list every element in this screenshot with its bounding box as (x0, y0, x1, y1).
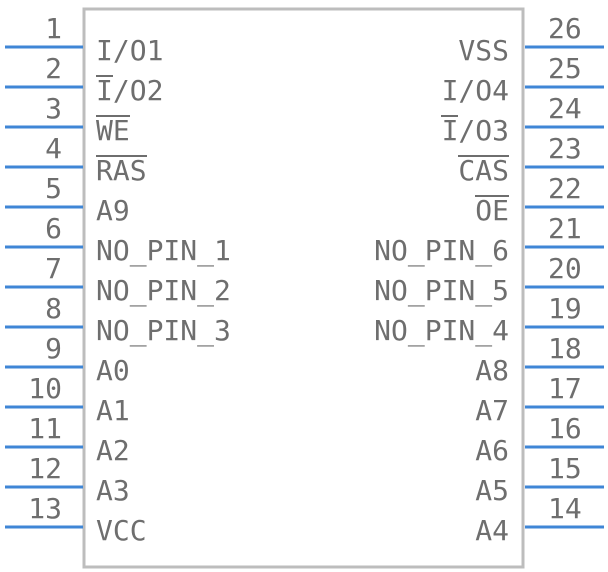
pin-6: 6NO_PIN_1 (5, 212, 231, 268)
pin-number-21: 21 (548, 212, 582, 245)
ic-body (82, 7, 525, 569)
pin-label-a0: A0 (96, 354, 130, 387)
pin-number-20: 20 (548, 252, 582, 285)
pin-label-no-pin-6: NO_PIN_6 (374, 234, 509, 268)
pin-label-a9: A9 (96, 194, 130, 227)
pin-2: 2I/O2 (5, 52, 163, 107)
pin-9: 9A0 (5, 332, 130, 387)
pin-number-25: 25 (548, 52, 582, 85)
pin-7: 7NO_PIN_2 (5, 252, 231, 308)
pin-number-15: 15 (548, 452, 582, 485)
pin-number-22: 22 (548, 172, 582, 205)
pin-label-i-o1: I/O1 (96, 34, 163, 67)
left-pin-group: 1I/O12I/O23WE4RAS5A96NO_PIN_17NO_PIN_28N… (5, 12, 231, 547)
pin-1: 1I/O1 (5, 12, 163, 67)
pin-number-26: 26 (548, 12, 582, 45)
pin-label-no-pin-4: NO_PIN_4 (374, 314, 509, 348)
pin-number-19: 19 (548, 292, 582, 325)
pin-label-vcc: VCC (96, 514, 147, 547)
pin-8: 8NO_PIN_3 (5, 292, 231, 348)
pin-label-cas: CAS (458, 154, 509, 187)
pin-label-a8: A8 (475, 354, 509, 387)
pin-label-a6: A6 (475, 434, 509, 467)
pin-label-oe: OE (475, 194, 509, 227)
pin-number-18: 18 (548, 332, 582, 365)
pin-24: 24I/O3 (441, 92, 604, 147)
right-pin-group: 26VSS25I/O424I/O323CAS22OE21NO_PIN_620NO… (374, 12, 604, 547)
pin-label-no-pin-1: NO_PIN_1 (96, 234, 231, 268)
pin-number-10: 10 (28, 372, 62, 405)
pin-number-16: 16 (548, 412, 582, 445)
pin-label-i-o2: I/O2 (96, 74, 163, 107)
pin-number-13: 13 (28, 492, 62, 525)
pin-number-14: 14 (548, 492, 582, 525)
pin-label-ras: RAS (96, 154, 147, 187)
pin-label-we: WE (96, 114, 130, 147)
pin-number-2: 2 (45, 52, 62, 85)
pin-label-no-pin-2: NO_PIN_2 (96, 274, 231, 308)
pin-label-a4: A4 (475, 514, 509, 547)
pin-number-8: 8 (45, 292, 62, 325)
pin-3: 3WE (5, 92, 130, 147)
pin-number-17: 17 (548, 372, 582, 405)
pin-label-i-o4: I/O4 (442, 74, 509, 107)
pin-label-i-o3: I/O3 (442, 114, 509, 147)
pin-number-11: 11 (28, 412, 62, 445)
pin-number-6: 6 (45, 212, 62, 245)
pin-number-7: 7 (45, 252, 62, 285)
pin-label-a1: A1 (96, 394, 130, 427)
pin-label-a3: A3 (96, 474, 130, 507)
pin-25: 25I/O4 (442, 52, 604, 107)
pin-number-9: 9 (45, 332, 62, 365)
pin-number-12: 12 (28, 452, 62, 485)
pin-label-a2: A2 (96, 434, 130, 467)
pin-label-a7: A7 (475, 394, 509, 427)
pin-number-24: 24 (548, 92, 582, 125)
pin-number-3: 3 (45, 92, 62, 125)
pin-label-a5: A5 (475, 474, 509, 507)
pin-label-no-pin-3: NO_PIN_3 (96, 314, 231, 348)
pin-5: 5A9 (5, 172, 130, 227)
pin-number-23: 23 (548, 132, 582, 165)
pin-label-no-pin-5: NO_PIN_5 (374, 274, 509, 308)
pin-number-5: 5 (45, 172, 62, 205)
pin-label-vss: VSS (458, 34, 509, 67)
pin-number-1: 1 (45, 12, 62, 45)
pin-number-4: 4 (45, 132, 62, 165)
